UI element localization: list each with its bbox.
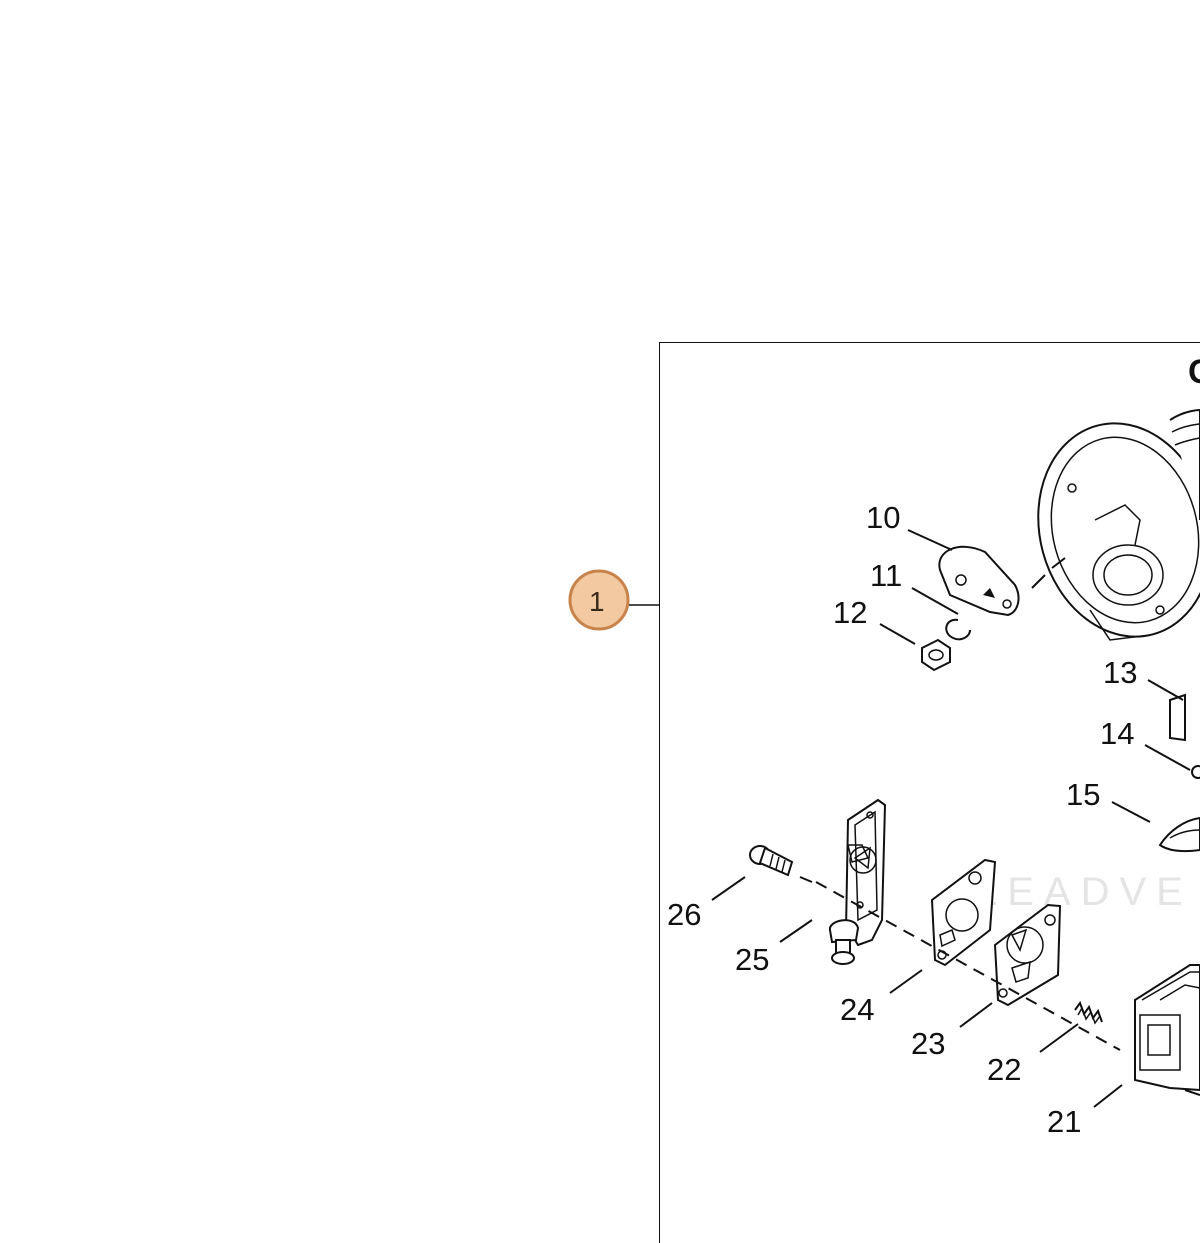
part-11-circlip [945,618,971,641]
callout-number: 1 [589,586,605,617]
part-23-diaphragm [993,903,1062,1007]
label-26-text: 26 [667,897,701,932]
label-11-text: 11 [870,558,902,593]
label-13-text: 13 [1103,655,1137,690]
callout-badge[interactable] [568,569,630,631]
label-25-text: 25 [735,942,769,977]
label-22-text: 22 [987,1052,1021,1087]
watermark-text: LEADVE [975,870,1193,914]
label-23[interactable]: 23 [911,1002,993,1061]
part-24-gasket [930,858,997,967]
label-25[interactable]: 25 [735,919,813,977]
label-10[interactable]: 10 [866,500,953,551]
diagram-frame [659,342,1200,1243]
label-15[interactable]: 15 [1066,777,1151,823]
diagram-header-fragment: C [1188,353,1200,391]
label-11[interactable]: 11 [870,558,959,615]
label-12[interactable]: 12 [833,595,916,645]
label-15-text: 15 [1066,777,1100,812]
label-21-text: 21 [1047,1104,1081,1139]
callout-1[interactable]: 1 [568,569,630,631]
part-26-screw [749,845,813,883]
label-23-text: 23 [911,1026,945,1061]
assembly-axis [815,881,1121,1051]
label-24-text: 24 [840,992,874,1027]
label-22[interactable]: 22 [987,1023,1079,1087]
part-25-pump-cover [829,798,887,965]
part-22-spring [1074,1000,1103,1025]
part-21-carb-body [1134,964,1200,1096]
label-12-text: 12 [833,595,867,630]
part-12-nut [921,638,951,672]
label-24[interactable]: 24 [840,969,923,1027]
carburetor-body-drawing [1037,408,1200,641]
label-14[interactable]: 14 [1100,716,1191,771]
part-13-14-15-drawings [1158,693,1200,853]
label-21[interactable]: 21 [1047,1084,1123,1139]
label-26[interactable]: 26 [667,876,746,932]
parts-diagram: LEADVE C 1 [568,353,1200,1139]
part-10-throttle-lever [938,545,1066,617]
label-10-text: 10 [866,500,900,535]
label-14-text: 14 [1100,716,1134,751]
label-13[interactable]: 13 [1103,655,1184,701]
